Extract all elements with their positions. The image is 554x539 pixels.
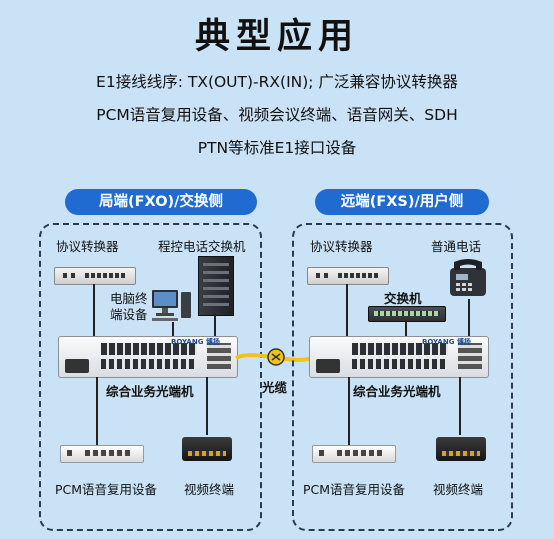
link-line [96, 377, 98, 447]
right-video-terminal-icon [436, 437, 486, 461]
left-pcm-label: PCM语音复用设备 [55, 482, 158, 497]
left-protocol-converter-label: 协议转换器 [56, 239, 119, 254]
desktop-computer-icon [152, 290, 191, 321]
left-optical-transceiver-icon: BOYANG 博扬 [58, 336, 238, 378]
left-video-terminal-label: 视频终端 [184, 482, 235, 497]
left-optical-transceiver-label: 综合业务光端机 [106, 384, 194, 399]
protocol-converter-device-icon [54, 267, 136, 285]
left-panel-title: 局端(FXO)/交换侧 [65, 189, 257, 215]
link-line [206, 377, 208, 435]
link-line [459, 377, 461, 435]
intro-line-2: PCM语音复用设备、视频会议终端、语音网关、SDH [96, 106, 458, 124]
device-brand: BOYANG 博扬 [171, 338, 220, 346]
left-pbx-label: 程控电话交换机 [158, 239, 246, 254]
intro-line-1: E1接线线序: TX(OUT)-RX(IN); 广泛兼容协议转换器 [96, 73, 458, 91]
right-panel [292, 223, 513, 531]
network-switch-icon [368, 306, 446, 322]
left-panel [39, 223, 262, 531]
link-line [346, 284, 348, 340]
left-pcm-device-icon [60, 445, 144, 463]
right-optical-transceiver-label: 综合业务光端机 [353, 384, 441, 399]
right-pcm-device-icon [312, 445, 396, 463]
page-title: 典型应用 [194, 17, 359, 57]
intro-line-3: PTN等标准E1接口设备 [197, 139, 357, 157]
right-switch-label: 交换机 [384, 291, 422, 306]
link-line [348, 377, 350, 447]
protocol-converter-device-icon [307, 267, 389, 285]
left-computer-terminal-label: 电脑终 端设备 [110, 291, 148, 322]
link-line [468, 299, 470, 340]
link-line [172, 322, 174, 340]
device-brand: BOYANG 博扬 [422, 338, 471, 346]
right-protocol-converter-label: 协议转换器 [310, 239, 373, 254]
right-video-terminal-label: 视频终端 [433, 482, 484, 497]
link-line [93, 284, 95, 340]
left-video-terminal-icon [182, 437, 232, 461]
right-panel-title: 远端(FXS)/用户侧 [315, 189, 489, 215]
fiber-label: 光缆 [262, 380, 288, 395]
desk-phone-icon [450, 259, 486, 296]
link-line [214, 314, 216, 340]
right-optical-transceiver-icon: BOYANG 博扬 [309, 336, 489, 378]
right-phone-label: 普通电话 [431, 239, 482, 254]
pbx-server-icon [198, 256, 234, 316]
link-line [405, 321, 407, 340]
right-pcm-label: PCM语音复用设备 [303, 482, 406, 497]
